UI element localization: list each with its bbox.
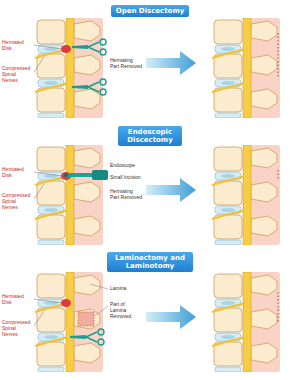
tool-label: Part of Lamina Removed: [110, 302, 142, 319]
tool-label: Endoscope: [110, 163, 142, 169]
spine-treated: [212, 145, 280, 245]
clamp-tool: [72, 79, 106, 95]
result-arrow: [146, 178, 196, 202]
anatomy-label: Compressed Spinal Nerves: [2, 193, 32, 210]
banner-text: Endoscopic Discectomy: [123, 128, 177, 144]
herniation: [61, 299, 71, 307]
tool-label: Small Incision: [110, 175, 142, 181]
anatomy-label: Herniated Disk: [2, 167, 32, 179]
anatomy-label: Herniated Disk: [2, 40, 32, 52]
title-banner: Open Discectomy: [111, 5, 190, 17]
endoscope-tool: [64, 170, 108, 180]
result-arrow: [146, 305, 196, 329]
title-banner: Laminectomy and Laminotomy: [107, 252, 193, 272]
spine-treated: [212, 18, 280, 118]
tool-label: Herniating Part Removed: [110, 58, 142, 70]
forceps-tool: [70, 329, 104, 345]
spine-herniated: [35, 272, 103, 372]
leader-lines: [34, 172, 62, 199]
herniation: [61, 45, 71, 53]
spine-herniated: [35, 145, 103, 245]
anatomy-label: Herniated Disk: [2, 294, 32, 306]
leader-lines: [34, 45, 62, 72]
banner-text: Laminectomy and Laminotomy: [112, 254, 188, 270]
title-banner: Endoscopic Discectomy: [118, 126, 182, 146]
anatomy-label: Compressed Spinal Nerves: [2, 320, 32, 337]
result-arrow: [146, 51, 196, 75]
spine-treated: [212, 272, 280, 372]
spine-figure: [35, 145, 103, 245]
anatomy-label: Compressed Spinal Nerves: [2, 66, 32, 83]
tool-label: Herniating Part Removed: [110, 189, 142, 201]
banner-text: Open Discectomy: [116, 7, 185, 15]
removed-lamina: [78, 312, 94, 326]
spine-herniated: [35, 18, 103, 118]
clamp-tool: [72, 39, 106, 55]
leader-lines: [34, 284, 108, 326]
spine-figure: [35, 18, 103, 118]
spine-figure: [35, 272, 103, 372]
tool-label: Lamina: [110, 286, 142, 292]
